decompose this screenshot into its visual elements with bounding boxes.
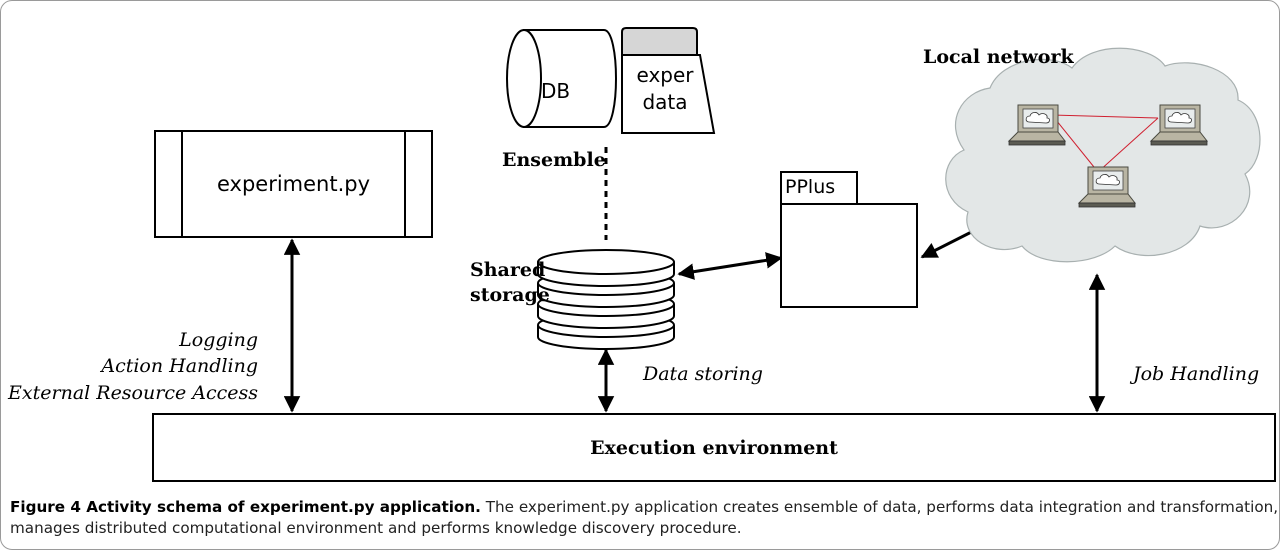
shared-storage-label-line2: storage [470, 284, 550, 306]
data-storing-label: Data storing [643, 363, 763, 385]
storage-pplus-arrow [677, 252, 783, 280]
pplus-label: PPlus [785, 176, 836, 198]
pplus-package-icon [780, 171, 918, 308]
figure-caption: Figure 4 Activity schema of experiment.p… [10, 497, 1280, 539]
folder-label-line1: exper [636, 63, 694, 87]
folder-label-line2: data [642, 90, 688, 114]
caption-title: Figure 4 Activity schema of experiment.p… [10, 498, 481, 516]
job-handling-label: Job Handling [1133, 363, 1260, 385]
data-folder-icon [621, 27, 716, 134]
interface-label-logging: Logging [179, 329, 258, 351]
interface-label-action-handling: Action Handling [101, 355, 258, 377]
local-network-label: Local network [923, 46, 1074, 68]
local-network-cloud [945, 47, 1261, 263]
execution-environment-box [152, 413, 1276, 482]
shared-storage-icon [537, 249, 675, 350]
execution-environment-label: Execution environment [590, 437, 838, 459]
shared-storage-label-line1: Shared [470, 259, 546, 281]
database-icon [506, 29, 617, 128]
experiment-label: experiment.py [216, 172, 371, 196]
interface-label-resource-access: External Resource Access [8, 382, 258, 404]
ensemble-label: Ensemble [502, 149, 606, 171]
experiment-module-box [154, 130, 433, 238]
caption-text: The experiment.py application creates en… [10, 498, 1279, 537]
db-label: DB [541, 79, 571, 103]
